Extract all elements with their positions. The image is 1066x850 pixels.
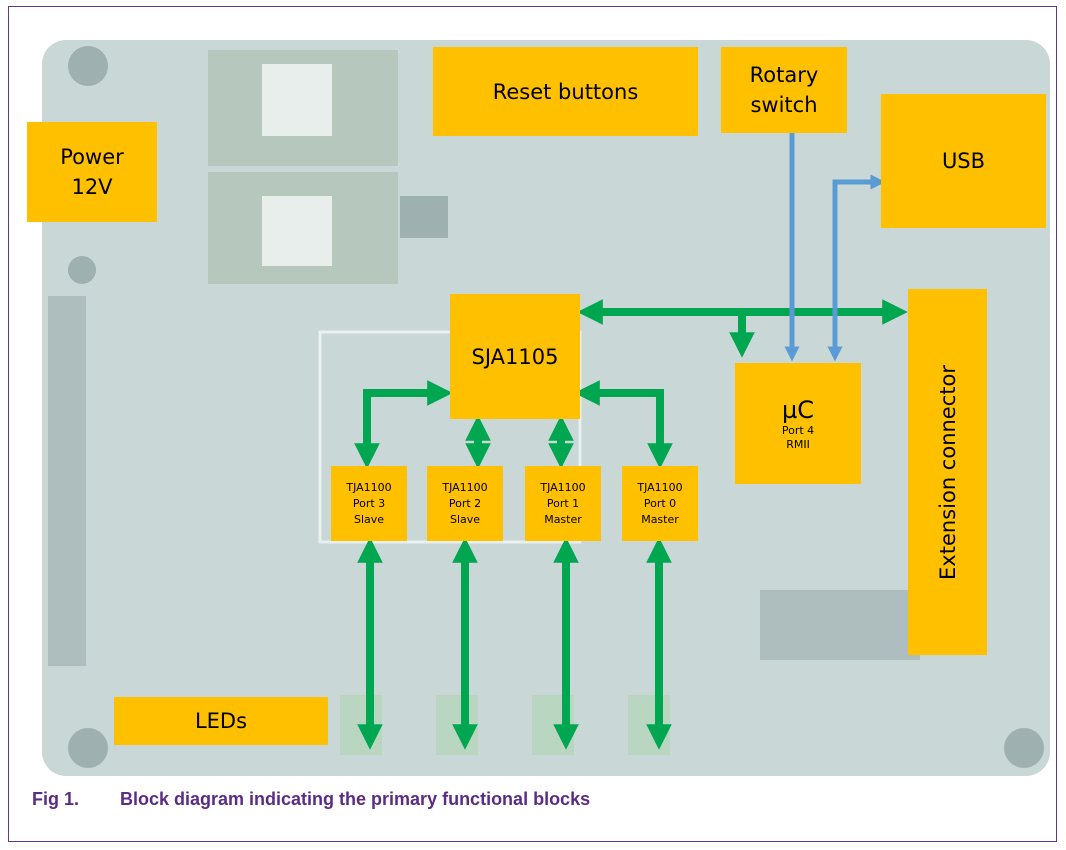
- sja1105-block: SJA1105: [450, 294, 580, 419]
- power-voltage: 12V: [71, 175, 113, 199]
- uc-block: µC Port 4 RMII: [735, 363, 861, 484]
- leds-block: LEDs: [114, 697, 328, 745]
- arrow-sja-tja3: [354, 380, 453, 469]
- figure-caption: Fig 1. Block diagram indicating the prima…: [32, 789, 590, 810]
- reset-buttons-label: Reset buttons: [492, 79, 639, 104]
- figure-caption-text: Block diagram indicating the primary fun…: [120, 789, 591, 809]
- connector: [628, 695, 670, 755]
- tja2-port: Port 2: [448, 496, 482, 510]
- reset-buttons-block: Reset buttons: [433, 47, 698, 136]
- tja3-port: Port 3: [352, 496, 386, 510]
- arrow-sja-tja0: [574, 380, 673, 469]
- tja0-role: Master: [641, 512, 679, 526]
- uc-rmii: RMII: [786, 437, 810, 451]
- connector: [340, 695, 382, 755]
- rotary-label-line1: Rotary: [749, 63, 819, 87]
- pcb-jtag-header: [760, 590, 920, 660]
- mount-hole: [68, 256, 96, 284]
- tja0-port: Port 0: [643, 496, 677, 510]
- sja1105-label: SJA1105: [471, 344, 559, 369]
- rotary-switch-block: Rotary switch: [721, 47, 847, 133]
- tja3-role: Slave: [353, 512, 385, 526]
- tja1100-port3-block: TJA1100 Port 3 Slave: [331, 466, 407, 541]
- blue-arrows: [784, 130, 886, 362]
- mount-hole: [1004, 728, 1044, 768]
- pcb-chip: [262, 196, 332, 266]
- tja1100-port0-block: TJA1100 Port 0 Master: [622, 466, 698, 541]
- uc-port: Port 4: [781, 423, 815, 437]
- leds-label: LEDs: [194, 709, 248, 733]
- mount-hole: [68, 728, 108, 768]
- tja1100-port2-block: TJA1100 Port 2 Slave: [427, 466, 503, 541]
- mount-hole: [68, 46, 108, 86]
- tja1100-port1-block: TJA1100 Port 1 Master: [525, 466, 601, 541]
- tja1-port: Port 1: [546, 496, 580, 510]
- tja1-chip: TJA1100: [540, 480, 586, 494]
- power-label: Power: [60, 145, 124, 169]
- tja1-role: Master: [544, 512, 582, 526]
- tja3-chip: TJA1100: [346, 480, 392, 494]
- usb-label: USB: [941, 149, 986, 173]
- pcb-chip: [262, 64, 332, 136]
- figure-frame: [8, 6, 1057, 842]
- arrow-uc-usb: [827, 174, 886, 362]
- tja2-role: Slave: [449, 512, 481, 526]
- tja2-chip: TJA1100: [442, 480, 488, 494]
- figure-number: Fig 1.: [32, 789, 80, 809]
- extension-connector-block: Extension connector: [908, 289, 987, 655]
- pcb-header: [48, 296, 86, 666]
- uc-title: µC: [781, 395, 815, 424]
- connector: [436, 695, 478, 755]
- power-block: Power 12V: [27, 122, 157, 222]
- extension-connector-label: Extension connector: [935, 364, 960, 580]
- pcb-crystal: [400, 196, 448, 238]
- tja0-chip: TJA1100: [637, 480, 683, 494]
- rotary-label-line2: switch: [750, 93, 818, 117]
- usb-block: USB: [881, 94, 1046, 228]
